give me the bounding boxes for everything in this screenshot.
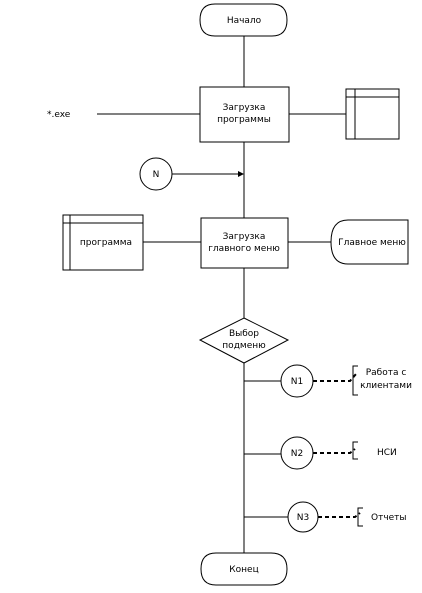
connector-n3-label: N3 (297, 513, 309, 523)
load-main-menu-label-1: Загрузка (223, 232, 266, 242)
program-document-label: программа (80, 238, 132, 248)
branch-n3-target: Отчеты (371, 513, 407, 523)
program-document: программа (62, 214, 144, 271)
connector-n-label: N (153, 170, 160, 180)
connector-n1-label: N1 (291, 377, 303, 387)
start-label: Начало (227, 16, 262, 26)
branch-n1: N1 Работа с клиентами (244, 364, 412, 398)
select-submenu-decision: Выбор подменю (198, 317, 290, 364)
end-terminator: Конец (200, 552, 288, 586)
branch-n2-target: НСИ (377, 448, 397, 458)
data-store-icon (345, 88, 400, 140)
branch-n2: N2 НСИ (244, 436, 397, 470)
load-program-label-1: Загрузка (223, 103, 266, 113)
start-terminator: Начало (199, 3, 288, 37)
branch-n3: N3 Отчеты (244, 501, 407, 533)
main-menu-display-label: Главное меню (338, 238, 406, 248)
load-main-menu-label-2: главного меню (208, 244, 280, 254)
load-main-menu-process: Загрузка главного меню (200, 217, 289, 269)
load-program-process: Загрузка программы (199, 86, 290, 143)
connector-n2-label: N2 (291, 449, 303, 459)
main-menu-display: Главное меню (330, 219, 409, 265)
exe-label: *.exe (47, 110, 71, 120)
select-submenu-label-2: подменю (222, 341, 266, 351)
load-program-label-2: программы (217, 115, 271, 125)
connector-n: N (139, 157, 173, 191)
branch-n1-target-1: Работа с (366, 368, 407, 378)
select-submenu-label-1: Выбор (229, 329, 259, 339)
branch-n1-target-2: клиентами (360, 381, 412, 391)
end-label: Конец (229, 565, 258, 575)
